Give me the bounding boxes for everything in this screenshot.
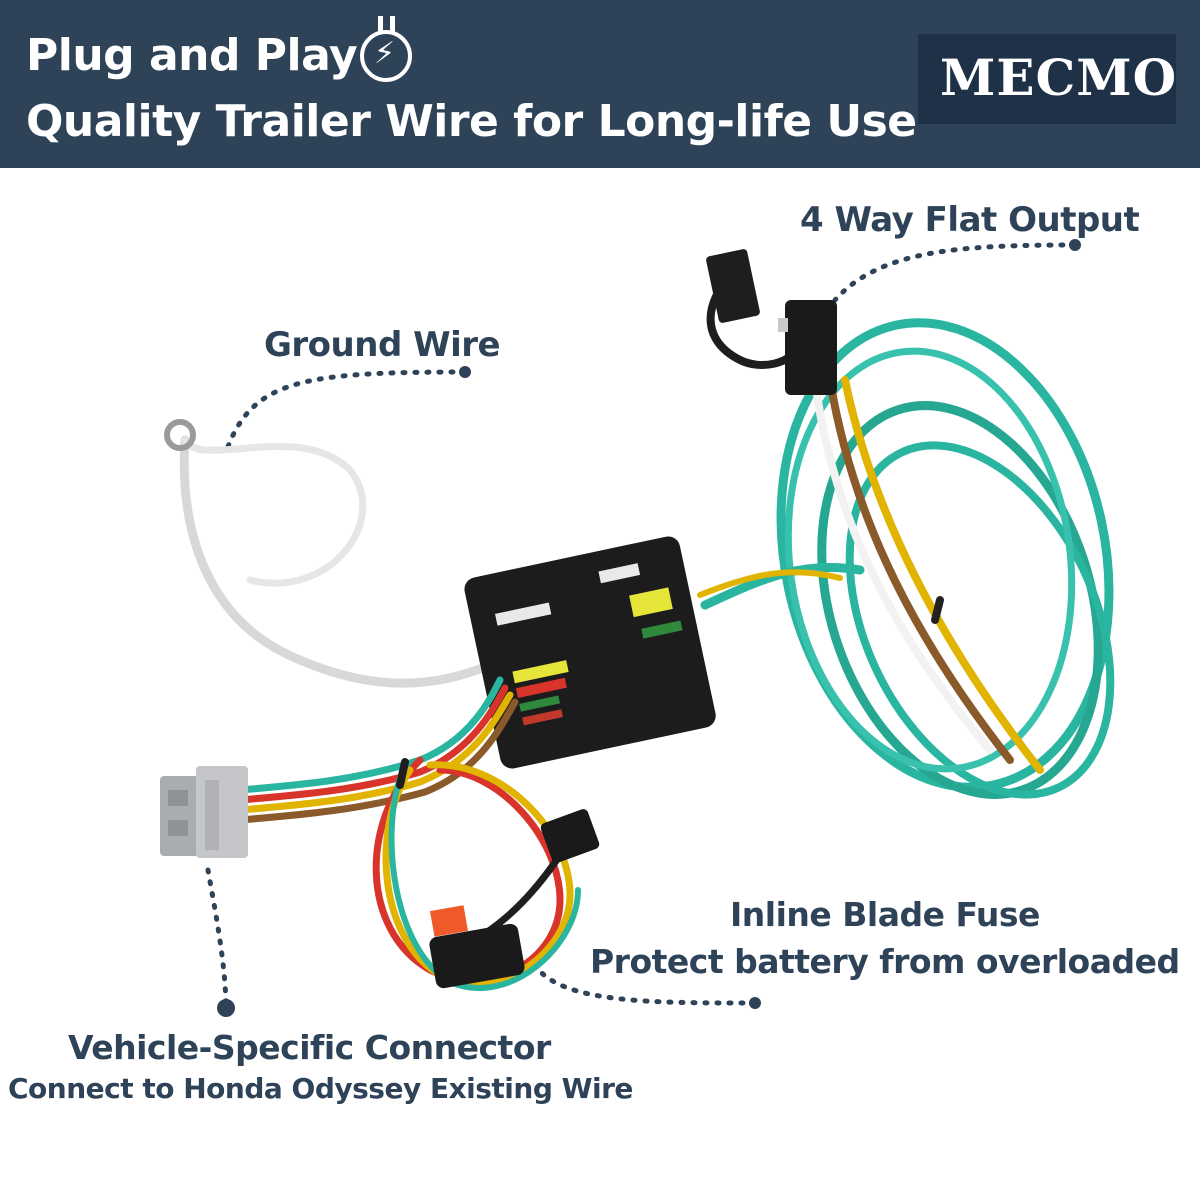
- converter-box: [464, 536, 716, 769]
- label-fuse-description: Protect battery from overloaded: [590, 942, 1180, 981]
- label-vehicle-specific-connector: Vehicle-Specific Connector: [68, 1028, 551, 1067]
- headline-line-1: Plug and Play: [26, 30, 358, 81]
- label-connector-description: Connect to Honda Odyssey Existing Wire: [8, 1072, 633, 1105]
- label-4-way-flat-output: 4 Way Flat Output: [800, 200, 1140, 240]
- vehicle-connector: [160, 766, 248, 858]
- plug-lightning-icon: ⚡: [360, 16, 412, 82]
- headline-line-2: Quality Trailer Wire for Long-life Use: [26, 96, 917, 147]
- inline-fuse-holder: [429, 809, 600, 989]
- brand-logo: MECMO: [940, 48, 1178, 107]
- label-inline-blade-fuse: Inline Blade Fuse: [730, 895, 1040, 934]
- leader-lines: [205, 242, 1078, 1008]
- flat-plug-connector: [706, 249, 837, 395]
- label-ground-wire: Ground Wire: [264, 325, 501, 365]
- brand-logo-box: [918, 34, 1176, 124]
